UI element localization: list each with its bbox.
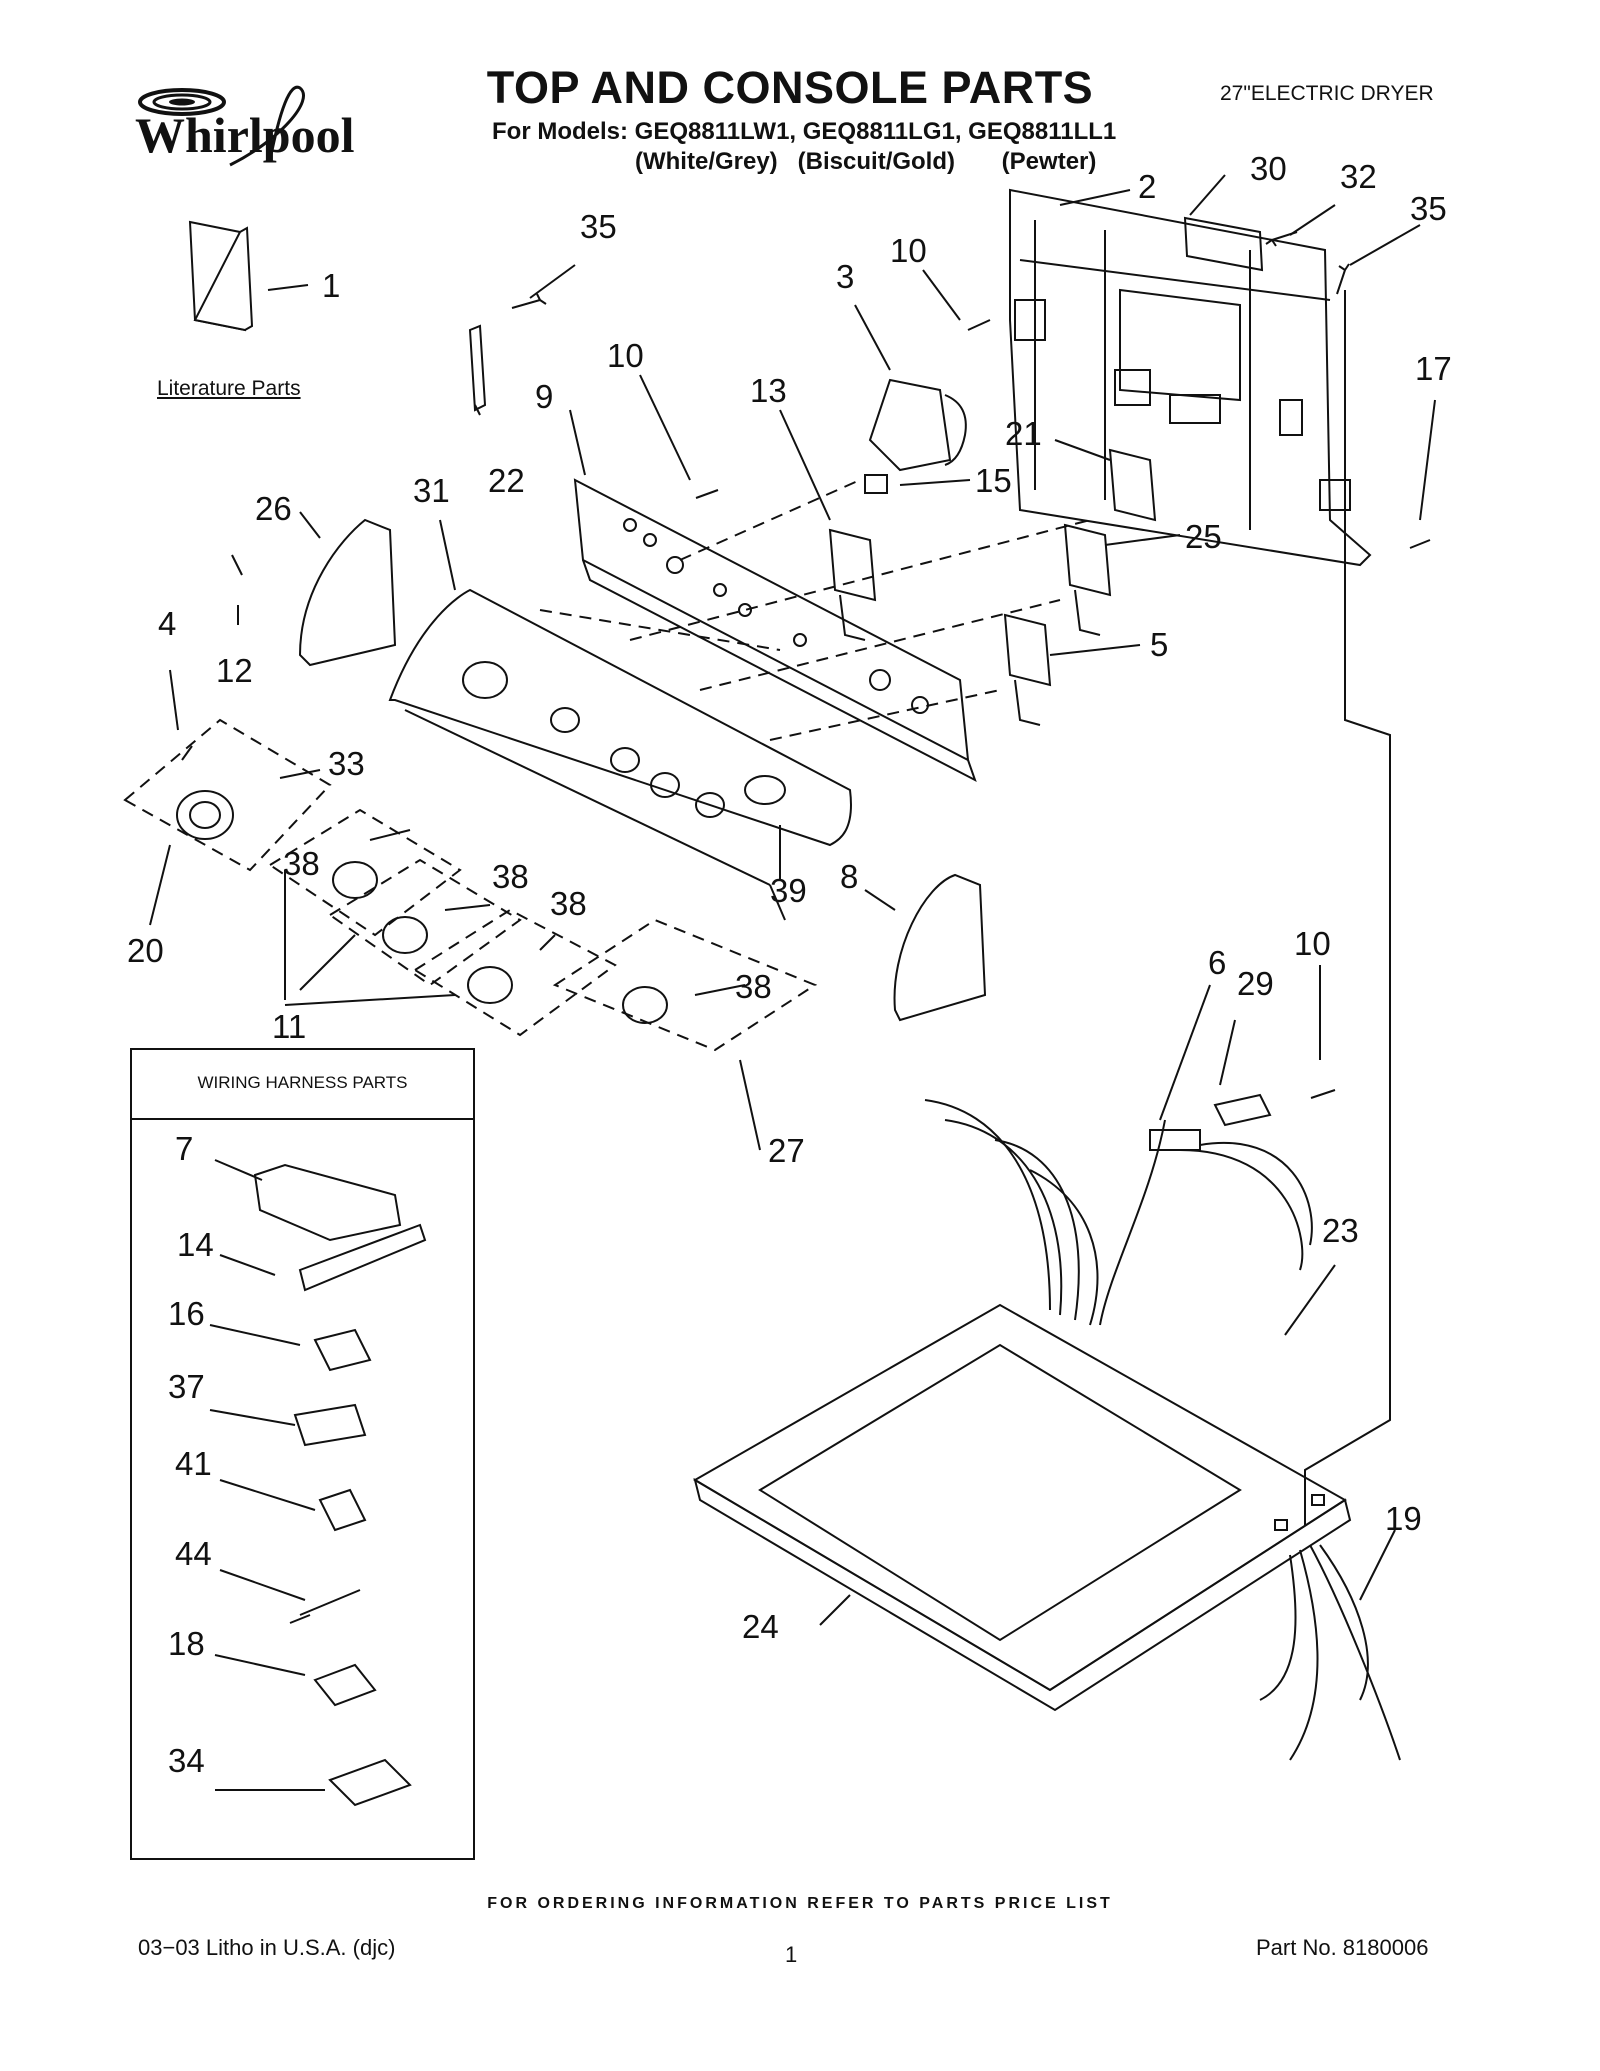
callout-17: 17: [1415, 350, 1452, 387]
callout-25: 25: [1185, 518, 1222, 555]
literature-parts-label: Literature Parts: [157, 377, 301, 400]
callout-34: 34: [168, 1742, 205, 1779]
model-colors: (White/Grey) (Biscuit/Gold) (Pewter): [635, 148, 1097, 175]
callout-39: 39: [770, 872, 807, 909]
callout-38-c: 38: [550, 885, 587, 922]
callout-4: 4: [158, 605, 177, 642]
part-number: Part No. 8180006: [1256, 1935, 1429, 1960]
callout-9: 9: [535, 378, 554, 415]
callout-21: 21: [1005, 415, 1042, 452]
wiring-harness-box: [130, 1048, 475, 1860]
callout-38-d: 38: [735, 968, 772, 1005]
screw-icons: [181, 231, 1431, 1099]
callout-10-b: 10: [607, 337, 644, 374]
callout-5: 5: [1150, 626, 1169, 663]
callout-18: 18: [168, 1625, 205, 1662]
callout-15: 15: [975, 462, 1012, 499]
literature-booklet: [188, 220, 254, 332]
timer-switch: [864, 378, 967, 494]
wire-harness: [924, 1093, 1401, 1761]
callout-19: 19: [1385, 1500, 1422, 1537]
callout-38-b: 38: [492, 858, 529, 895]
brand-wordmark: Whirlpool: [135, 107, 355, 163]
rotary-switches: [828, 448, 1157, 726]
rear-console-panel: [1009, 188, 1372, 567]
callout-3: 3: [836, 258, 855, 295]
callout-24: 24: [742, 1608, 779, 1645]
wiring-harness-title: WIRING HARNESS PARTS: [130, 1048, 475, 1120]
left-end-cap: [298, 518, 397, 667]
callout-16: 16: [168, 1295, 205, 1332]
page-title: TOP AND CONSOLE PARTS: [486, 62, 1094, 113]
whirlpool-logo: Whirlpool: [130, 80, 395, 180]
callout-10-a: 10: [890, 232, 927, 269]
callout-44: 44: [175, 1535, 212, 1572]
product-type: 27"ELECTRIC DRYER: [1220, 82, 1434, 105]
callout-10-c: 10: [1294, 925, 1331, 962]
callout-26: 26: [255, 490, 292, 527]
callout-14: 14: [177, 1226, 214, 1263]
callout-6: 6: [1208, 944, 1227, 981]
callout-33: 33: [328, 745, 365, 782]
ordering-note: FOR ORDERING INFORMATION REFER TO PARTS …: [487, 1895, 1113, 1912]
callout-23: 23: [1322, 1212, 1359, 1249]
callout-12: 12: [216, 652, 253, 689]
page-number: 1: [785, 1942, 798, 1967]
callout-20: 20: [127, 932, 164, 969]
right-end-cap: [893, 873, 987, 1022]
ground-wire: [1304, 290, 1391, 1525]
callout-8: 8: [840, 858, 859, 895]
knobs: [176, 790, 668, 1024]
control-board: [1183, 216, 1264, 272]
callout-31: 31: [413, 472, 450, 509]
callout-13: 13: [750, 372, 787, 409]
control-console: [388, 588, 852, 921]
knob-assembly-outlines: [123, 479, 1091, 1052]
callout-35-b: 35: [1410, 190, 1447, 227]
control-mounting-rail: [573, 478, 977, 783]
callout-29: 29: [1237, 965, 1274, 1002]
callout-1: 1: [322, 267, 341, 304]
callout-37: 37: [168, 1368, 205, 1405]
dryer-top: [693, 1303, 1352, 1712]
callout-7: 7: [175, 1130, 194, 1167]
callout-38-a: 38: [283, 845, 320, 882]
switch-bracket: [468, 324, 487, 412]
callout-35-a: 35: [580, 208, 617, 245]
callout-2: 2: [1138, 168, 1157, 205]
model-list: For Models: GEQ8811LW1, GEQ8811LG1, GEQ8…: [492, 118, 1117, 145]
callout-32: 32: [1340, 158, 1377, 195]
litho-info: 03−03 Litho in U.S.A. (djc): [138, 1935, 396, 1960]
callout-11: 11: [272, 1008, 307, 1045]
callout-30: 30: [1250, 150, 1287, 187]
harness-clips: [253, 1163, 427, 1807]
callout-22: 22: [488, 462, 525, 499]
callout-41: 41: [175, 1445, 212, 1482]
callout-leaders: [149, 174, 1436, 1791]
callout-27: 27: [768, 1132, 805, 1169]
